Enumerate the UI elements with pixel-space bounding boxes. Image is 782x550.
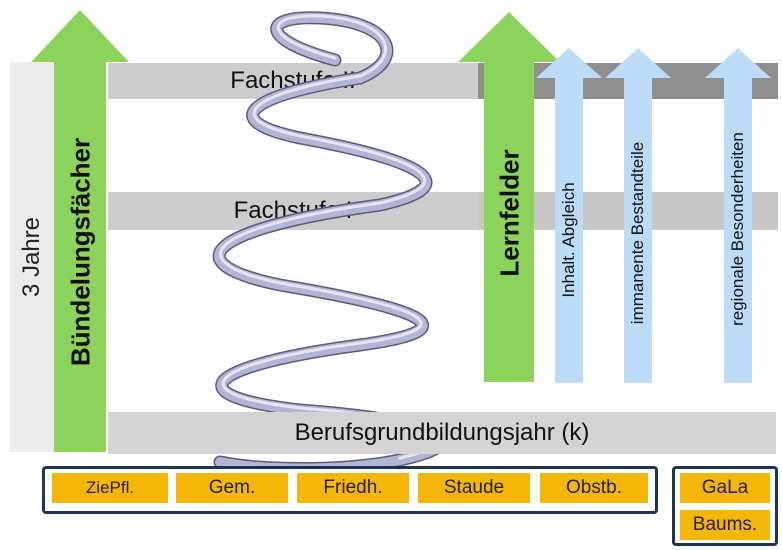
years-column bbox=[10, 62, 54, 452]
subject-box-obstb: Obstb. bbox=[540, 473, 648, 503]
subject-box-gala: GaLa bbox=[680, 473, 770, 503]
subject-label: ZiePfl. bbox=[85, 478, 135, 497]
lernfelder-arrow bbox=[458, 12, 560, 382]
subject-label: Friedh. bbox=[323, 477, 383, 498]
subject-box-friedh: Friedh. bbox=[297, 473, 409, 503]
bgj-bar: Berufsgrundbildungsjahr (k) bbox=[108, 412, 776, 454]
arrow-inhalt-label: Inhalt. Abgleich bbox=[559, 182, 578, 298]
arrow-regionale-label: regionale Besonderheiten bbox=[728, 132, 747, 326]
subject-label: Gem. bbox=[208, 477, 256, 498]
subject-box-gem: Gem. bbox=[176, 473, 288, 503]
extra-subject-label: GaLa bbox=[701, 477, 749, 498]
arrow-immanente-label: immanente Bestandteile bbox=[628, 141, 647, 325]
subject-label: Staude bbox=[443, 477, 505, 498]
blue-arrows bbox=[536, 48, 771, 383]
bgj-label: Berufsgrundbildungsjahr (k) bbox=[294, 419, 590, 446]
buendelungsfaecher-arrow bbox=[31, 10, 129, 452]
subject-box-staude: Staude bbox=[418, 473, 530, 503]
extra-subject-label: Baums. bbox=[692, 514, 758, 535]
subject-label: Obstb. bbox=[566, 477, 622, 498]
subject-box-baums: Baums. bbox=[680, 510, 770, 540]
subject-box-ziepfl: ZiePfl. bbox=[52, 473, 168, 503]
